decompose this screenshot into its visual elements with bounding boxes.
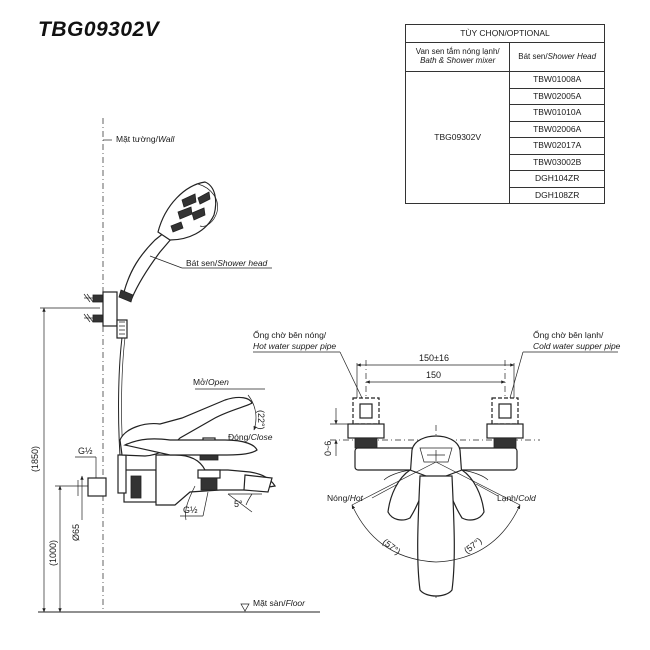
cold-label: Lạnh/Cold: [497, 493, 536, 503]
wall-bracket: [83, 291, 128, 339]
side-view: Mặt tường/Wall Mặt sàn/Floor: [30, 118, 320, 613]
floor-marker: [240, 603, 250, 612]
g-half-fitting: [87, 477, 107, 497]
open-label: Mở/Open: [193, 377, 229, 387]
options-model-cell: TBG09302V: [404, 71, 511, 204]
floor-label: Mặt sàn/Floor: [253, 598, 306, 608]
dim-centers-range: 150±16: [419, 353, 449, 363]
head-header-en: Shower Head: [547, 51, 597, 61]
cold-supply-fitting: [486, 397, 524, 449]
wall-label: Mặt tường/Wall: [116, 134, 175, 144]
mixer-header-vi: Van sen tắm nóng lạnh/: [415, 47, 500, 57]
thread-bottom-label: G½: [183, 505, 198, 515]
open-angle-arc: [247, 394, 257, 431]
shower-handle-nut: [118, 289, 134, 303]
lever-handle-close: [123, 438, 258, 456]
head-header-vi: Bát sen/: [518, 51, 548, 61]
thread-top-label: G½: [78, 446, 93, 456]
shower-head-option: DGH108ZR: [509, 186, 605, 204]
hot-pipe-label-vi: Ống chờ bên nóng/: [253, 329, 327, 340]
shower-handle: [123, 231, 173, 299]
model-title: TBG09302V: [38, 18, 160, 41]
options-table: TÙY CHỌN/OPTIONAL Van sen tắm nóng lạnh/…: [404, 24, 605, 204]
handle-center-position: [417, 475, 455, 597]
rotation-arc: [351, 504, 521, 563]
open-angle: (22°): [256, 410, 266, 430]
shower-head-label: Bát sen/Shower head: [186, 258, 268, 268]
hot-supply-fitting: [347, 397, 385, 449]
shower-head-nozzles: [170, 191, 211, 233]
shower-head-leader: [149, 255, 183, 269]
wall-escutcheon: [117, 454, 127, 494]
dim-total: (1850): [30, 446, 40, 472]
mixer-header-en: Bath & Shower mixer: [420, 56, 496, 65]
cold-pipe-label-en: Cold water supper pipe: [533, 341, 621, 351]
dim-centers: 150: [426, 370, 441, 380]
hot-pipe-label-en: Hot water supper pipe: [253, 341, 336, 351]
angle-right: (57°): [462, 536, 484, 556]
spout-angle: 5°: [234, 499, 243, 509]
shower-hose: [118, 329, 124, 471]
front-view: Ống chờ bên nóng/ Hot water supper pipe …: [253, 329, 621, 598]
options-col-head-header: Bát sen/Shower Head: [509, 42, 605, 72]
close-label: Đóng/Close: [228, 432, 273, 442]
dim-offset: 0~6: [323, 441, 333, 456]
hot-label: Nóng/Hot: [327, 493, 364, 503]
dim-diameter: Ø65: [71, 524, 81, 541]
options-col-mixer-header: Van sen tắm nóng lạnh/ Bath & Shower mix…: [404, 42, 511, 72]
dim-mixer: (1000): [48, 540, 58, 566]
cold-pipe-label-vi: Ống chờ bên lạnh/: [533, 329, 604, 340]
